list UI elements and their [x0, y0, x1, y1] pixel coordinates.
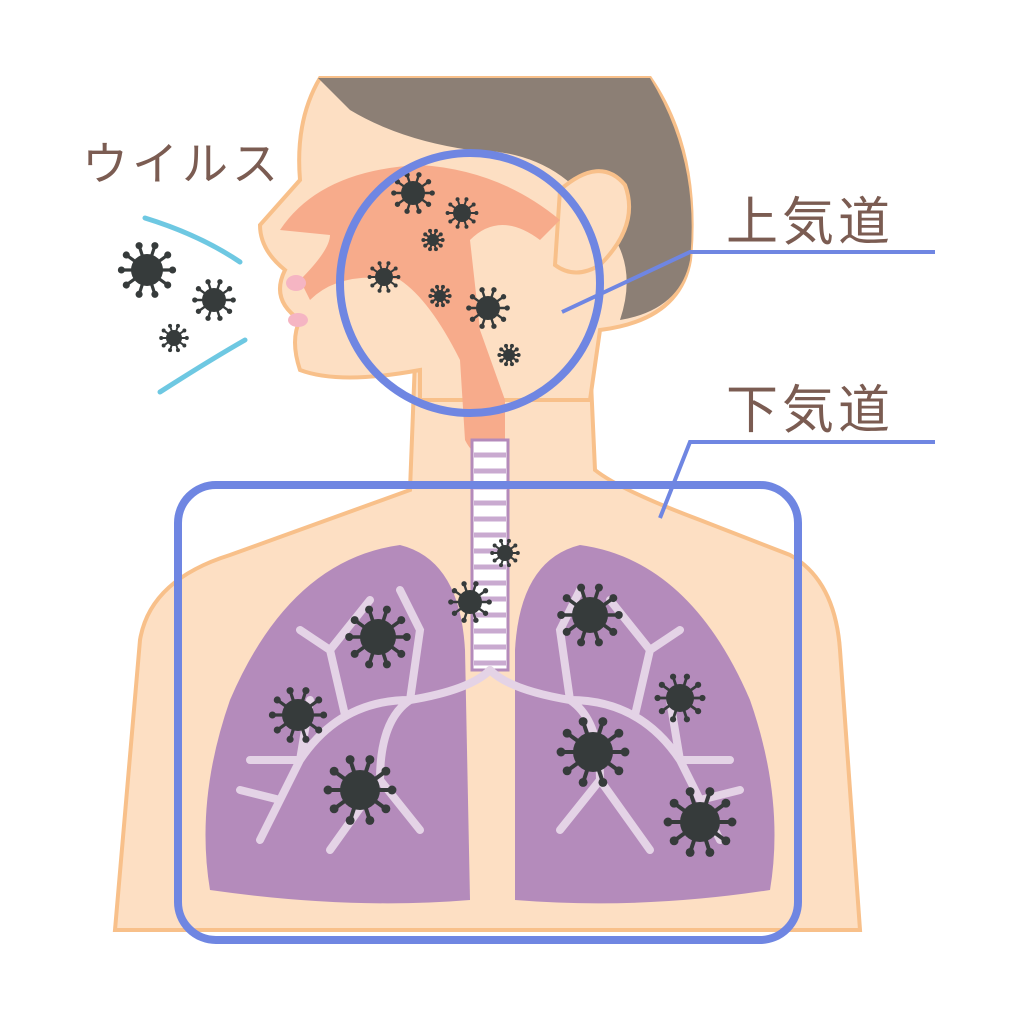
- virus-icon: [345, 605, 411, 669]
- lip-upper: [286, 275, 306, 291]
- breath-line-bottom: [157, 337, 248, 395]
- upper-airway-highlight-circle: [336, 149, 604, 417]
- virus-icon: [448, 581, 492, 623]
- virus-icon: [367, 261, 401, 293]
- bronchi: [236, 586, 744, 854]
- virus-icon: [557, 583, 623, 647]
- virus-icon: [654, 673, 706, 723]
- virus-icon: [445, 197, 479, 229]
- virus-icon: [391, 172, 435, 214]
- ear: [552, 169, 632, 275]
- virus-icon: [268, 687, 328, 743]
- virus-icon: [490, 538, 520, 568]
- virus-icon: [663, 787, 737, 857]
- hair: [318, 78, 692, 320]
- virus-icon: [428, 284, 452, 308]
- virus-icon: [421, 228, 445, 252]
- virus-label: ウイルス: [82, 137, 282, 191]
- virus-icon: [466, 287, 510, 329]
- virus-icon: [323, 755, 397, 825]
- virus-icon: [117, 242, 177, 298]
- upper-airway-leader-line: [561, 250, 935, 314]
- lip-lower: [288, 313, 308, 327]
- lower-airway-label: 下気道: [726, 381, 895, 441]
- virus-icon: [192, 279, 236, 321]
- upper-airway-label: 上気道: [726, 193, 895, 253]
- virus-icon: [556, 717, 630, 787]
- lower-airway-highlight-box: [174, 481, 802, 944]
- lower-airway-leader-line: [658, 440, 935, 519]
- breath-line-top: [142, 215, 243, 265]
- virus-icon: [497, 343, 521, 367]
- virus-icon: [159, 323, 189, 353]
